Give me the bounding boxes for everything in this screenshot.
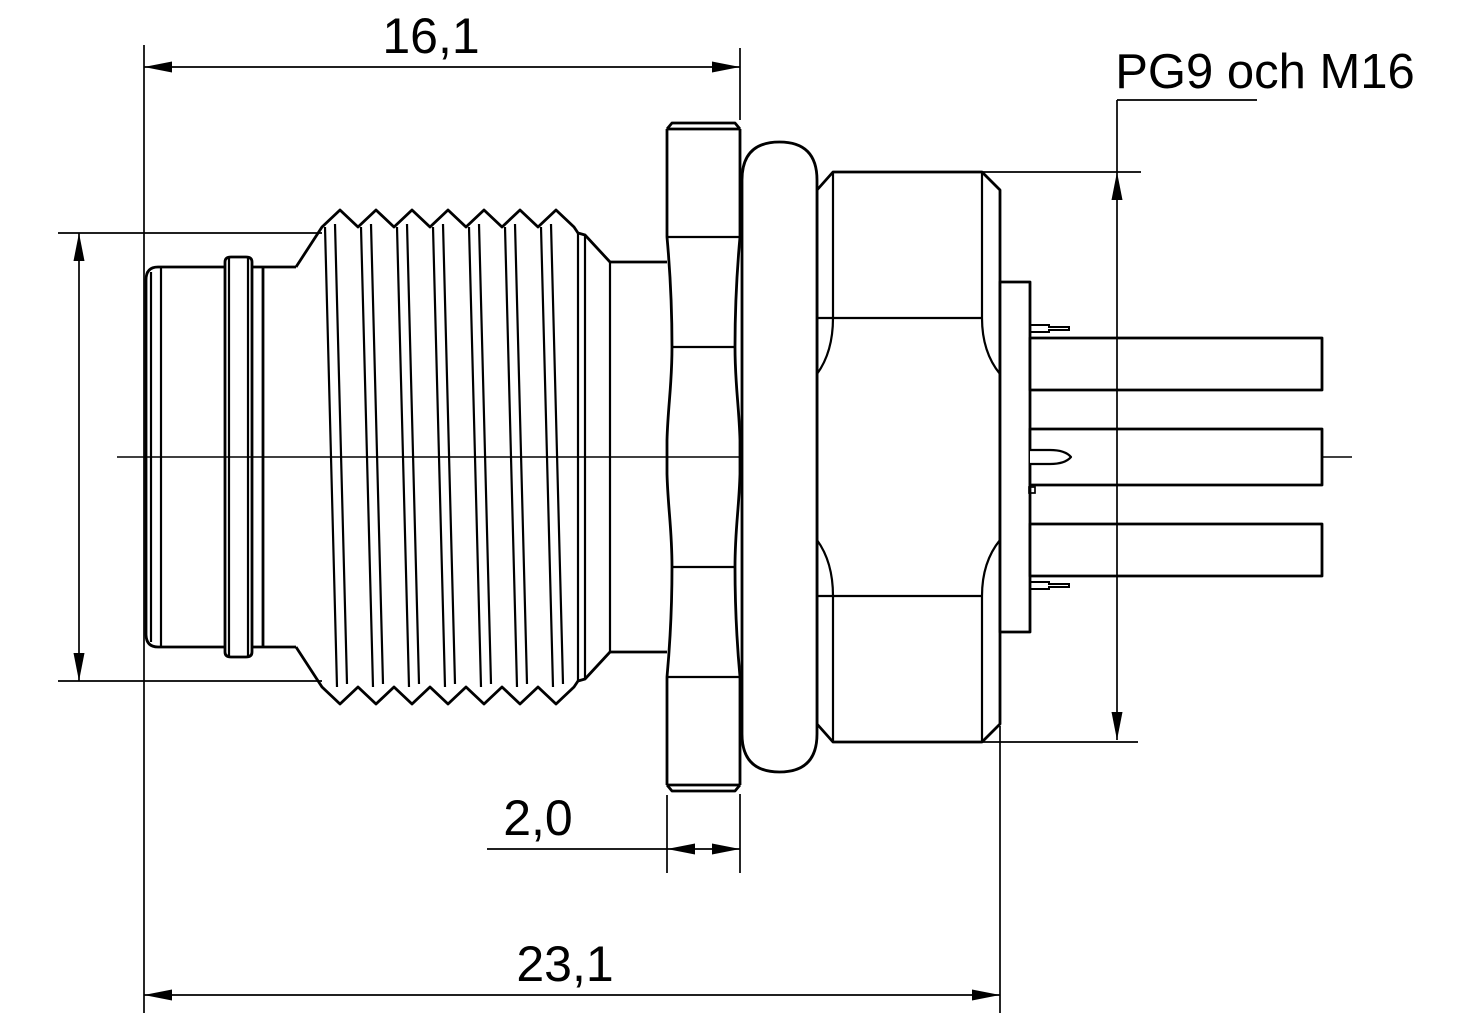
hex-body-outline — [815, 170, 1002, 744]
arrowhead-bottom — [1111, 712, 1123, 740]
arrowhead-bottom — [73, 653, 85, 681]
wire-bottom — [1028, 522, 1324, 578]
arrowhead-left — [667, 843, 695, 855]
rear-insert — [998, 280, 1032, 634]
hex-body — [815, 170, 1002, 744]
mount-thread-label: PG9 och M16 — [1115, 45, 1415, 99]
collar-inner-lines — [227, 258, 250, 656]
contacts — [1028, 324, 1324, 590]
dimension-2-0: 2,0 — [487, 790, 740, 873]
solder-tab — [1028, 486, 1036, 494]
hex-corner-arcs — [816, 172, 1001, 742]
mating-face-outline — [144, 265, 225, 649]
thread-flank-lines — [323, 223, 565, 688]
dimension-mount-thread: PG9 och M16 — [982, 45, 1415, 743]
lock-nut-left-edge — [665, 129, 674, 785]
center-pin — [1030, 448, 1073, 466]
lock-nut-facet-lines — [667, 235, 740, 679]
thread-runout-lines — [576, 233, 612, 681]
sealing-washer — [740, 140, 819, 774]
dimension-diameter — [58, 232, 322, 682]
connector-front-body — [144, 208, 667, 706]
arrowhead-right — [712, 843, 740, 855]
extension-lines-diameter — [58, 232, 322, 682]
lock-nut-right-edge — [733, 129, 742, 785]
wire-middle — [1028, 427, 1324, 487]
hex-facet-lines — [817, 316, 982, 598]
dimension-16-1: 16,1 — [143, 8, 741, 1013]
arrowhead-left — [144, 61, 172, 73]
top-pin — [1030, 324, 1070, 333]
dimension-16-1-label: 16,1 — [382, 8, 479, 64]
arrowhead-top — [73, 233, 85, 261]
dimension-23-1-label: 23,1 — [516, 936, 613, 992]
arrowhead-right — [972, 989, 1000, 1001]
arrowhead-right — [712, 61, 740, 73]
wire-top — [1028, 336, 1324, 392]
thread-profile-top — [294, 208, 667, 268]
dimension-23-1: 23,1 — [144, 726, 1001, 1013]
lock-nut-top-cap — [665, 121, 742, 131]
lock-nut — [665, 121, 742, 793]
lock-nut-bottom-cap — [665, 783, 742, 793]
dimension-2-0-label: 2,0 — [503, 790, 573, 846]
extension-lines-hex — [982, 171, 1141, 743]
arrowhead-left — [144, 989, 172, 1001]
thread-profile-bottom — [294, 646, 667, 706]
front-neck — [252, 265, 296, 649]
arrowhead-top — [1111, 172, 1123, 200]
collar-ring — [223, 255, 254, 659]
bottom-pin — [1030, 581, 1070, 590]
